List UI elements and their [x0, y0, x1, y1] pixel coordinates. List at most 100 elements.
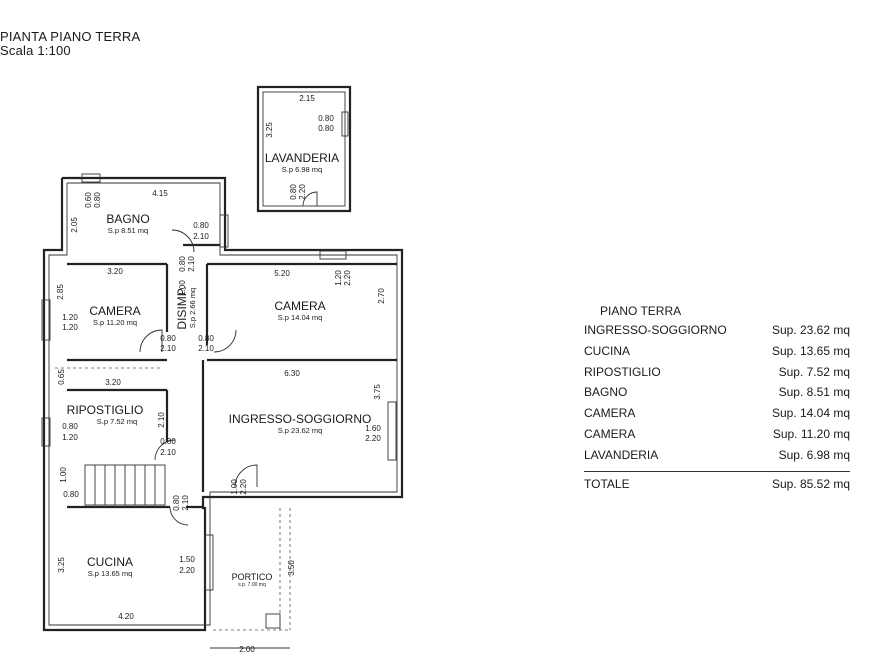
- dim-ripostiglio-window-a: 0.80: [62, 422, 78, 431]
- dim-ripostiglio-window-b: 1.20: [62, 433, 78, 442]
- summary-row-label: RIPOSTIGLIO: [584, 364, 661, 379]
- dim-cucina-window-b: 2.20: [179, 566, 195, 575]
- dim-ripostiglio-door-a: 0.80: [160, 437, 176, 446]
- summary-row-value: Sup. 8.51 mq: [778, 385, 850, 400]
- dim-cucina-window-a: 1.50: [179, 555, 195, 564]
- dim-stair-a: 1.00: [59, 467, 68, 483]
- plan-scale: Scala 1:100: [0, 43, 71, 58]
- lavanderia-walls: [256, 85, 352, 213]
- room-disimp-name: DISIMP.: [175, 286, 189, 329]
- dim-ingresso-window-b: 2.20: [365, 434, 381, 443]
- room-camera-small-name: CAMERA: [89, 304, 140, 318]
- dim-bagno-door-a: 0.80: [193, 221, 209, 230]
- summary-row-label: CAMERA: [584, 406, 636, 421]
- room-disimp-surface: S.p 2.66 mq: [188, 288, 197, 328]
- dim-ripostiglio-width: 3.20: [105, 378, 121, 387]
- summary-row-value: Sup. 7.52 mq: [778, 364, 850, 379]
- dim-bagno-door-b: 2.10: [193, 232, 209, 241]
- interior-walls: [67, 243, 397, 509]
- summary-row-label: CUCINA: [584, 343, 631, 358]
- dim-camera-small-width: 3.20: [107, 267, 123, 276]
- summary-row-value: Sup. 23.62 mq: [771, 323, 850, 337]
- dim-lav-width: 2.15: [299, 94, 315, 103]
- portico-outline: [210, 508, 291, 649]
- summary-row-value: Sup. 13.65 mq: [771, 343, 850, 358]
- dim-camera-small-door-a: 0.80: [160, 334, 176, 343]
- room-cucina-name: CUCINA: [87, 555, 133, 569]
- summary-row: INGRESSO-SOGGIORNO Sup. 23.62 mq: [584, 320, 850, 341]
- dim-camera-small-window-a: 1.20: [62, 313, 78, 322]
- summary-row-label: LAVANDERIA: [584, 447, 659, 462]
- summary-row-value: Sup. 14.04 mq: [771, 406, 850, 421]
- dim-disimp-door-b: 2.10: [187, 256, 196, 272]
- room-ingresso-name: INGRESSO-SOGGIORNO: [229, 412, 372, 426]
- summary-row-label: CAMERA: [584, 426, 636, 441]
- dim-ripostiglio-door-b: 2.10: [160, 448, 176, 457]
- dim-lav-door-a: 0.80: [289, 184, 298, 200]
- dim-ingresso-window-a: 1.60: [365, 424, 381, 433]
- dim-ingresso-height: 3.75: [373, 384, 382, 400]
- room-ingresso-surface: S.p 23.62 mq: [278, 426, 323, 435]
- summary-row-value: Sup. 11.20 mq: [772, 426, 850, 441]
- dim-ingresso-width: 6.30: [284, 369, 300, 378]
- room-portico-surface: s.p. 7.00 mq: [238, 582, 266, 588]
- dim-lav-window-b: 0.80: [318, 124, 334, 133]
- room-lavanderia-surface: S.p 6.98 mq: [282, 165, 322, 174]
- summary-row: BAGNO Sup. 8.51 mq: [584, 382, 850, 403]
- stair-symbol: [84, 464, 166, 506]
- dim-camera-small-door-b: 2.10: [160, 344, 176, 353]
- summary-row: CAMERA Sup. 14.04 mq: [584, 403, 850, 424]
- dim-corridor-height: 0.65: [57, 369, 66, 385]
- dim-lav-door-b: 2.20: [298, 184, 307, 200]
- room-portico-name: PORTICO: [232, 572, 273, 582]
- dim-camera-small-height: 2.85: [56, 284, 65, 300]
- dim-cucina-height: 3.25: [57, 557, 66, 573]
- dim-bagno-width: 4.15: [152, 189, 168, 198]
- room-bagno-surface: S.p 8.51 mq: [108, 226, 148, 235]
- dim-camera-large-door-b: 2.10: [198, 344, 214, 353]
- plan-title: PIANTA PIANO TERRA: [0, 29, 141, 44]
- room-camera-large-name: CAMERA: [274, 299, 325, 313]
- room-bagno-name: BAGNO: [106, 212, 149, 226]
- dim-camera-large-door-a: 0.80: [198, 334, 214, 343]
- dim-lav-height: 3.25: [265, 122, 274, 138]
- dim-ripostiglio-height: 2.10: [157, 412, 166, 428]
- dim-bagno-height: 2.05: [70, 217, 79, 233]
- door-swings: [139, 229, 258, 526]
- dim-cucina-width: 4.20: [118, 612, 134, 621]
- dim-disimp-width: 1.00: [178, 280, 187, 296]
- room-camera-small-surface: S.p 11.20 mq: [93, 318, 137, 327]
- summary-title: PIANO TERRA: [600, 304, 682, 318]
- dim-portico-width: 2.00: [239, 645, 255, 654]
- summary-row: LAVANDERIA Sup. 6.98 mq: [584, 445, 850, 466]
- dim-disimp-door-a: 0.80: [178, 256, 187, 272]
- summary-row: CUCINA Sup. 13.65 mq: [584, 341, 850, 362]
- dim-lav-window-a: 0.80: [318, 114, 334, 123]
- summary-row-label: BAGNO: [584, 385, 628, 400]
- dim-camera-large-width: 5.20: [274, 269, 290, 278]
- summary-total-label: TOTALE: [584, 476, 630, 491]
- summary-total-value: Sup. 85.52 mq: [771, 476, 850, 491]
- dim-camera-large-window-b: 2.20: [343, 270, 352, 286]
- summary-row: RIPOSTIGLIO Sup. 7.52 mq: [584, 362, 850, 383]
- windows: [41, 173, 397, 591]
- dim-cucina-door-a: 0.80: [172, 495, 181, 511]
- dim-entrance-door-a: 1.00: [230, 479, 239, 495]
- dim-portico-height: 3.50: [287, 560, 296, 576]
- room-ripostiglio-name: RIPOSTIGLIO: [67, 403, 144, 417]
- summary-row-value: Sup. 6.98 mq: [778, 447, 850, 462]
- dim-stair-b: 0.80: [63, 490, 79, 499]
- dim-entrance-door-b: 2.20: [239, 479, 248, 495]
- summary-divider: [584, 470, 850, 472]
- dim-camera-small-window-b: 1.20: [62, 323, 78, 332]
- dim-camera-large-window-a: 1.20: [334, 270, 343, 286]
- room-ripostiglio-surface: S.p 7.52 mq: [97, 417, 137, 426]
- room-camera-large-surface: S.p 14.04 mq: [278, 313, 323, 322]
- dim-bagno-window-a: 0.60: [84, 192, 93, 208]
- summary-total-row: TOTALE Sup. 85.52 mq: [584, 475, 850, 493]
- summary-row: CAMERA Sup. 11.20 mq: [584, 424, 850, 445]
- dim-camera-large-height: 2.70: [377, 288, 386, 304]
- surface-summary-table: PIANO TERRA INGRESSO-SOGGIORNO Sup. 23.6…: [584, 302, 850, 493]
- room-lavanderia-name: LAVANDERIA: [265, 151, 339, 165]
